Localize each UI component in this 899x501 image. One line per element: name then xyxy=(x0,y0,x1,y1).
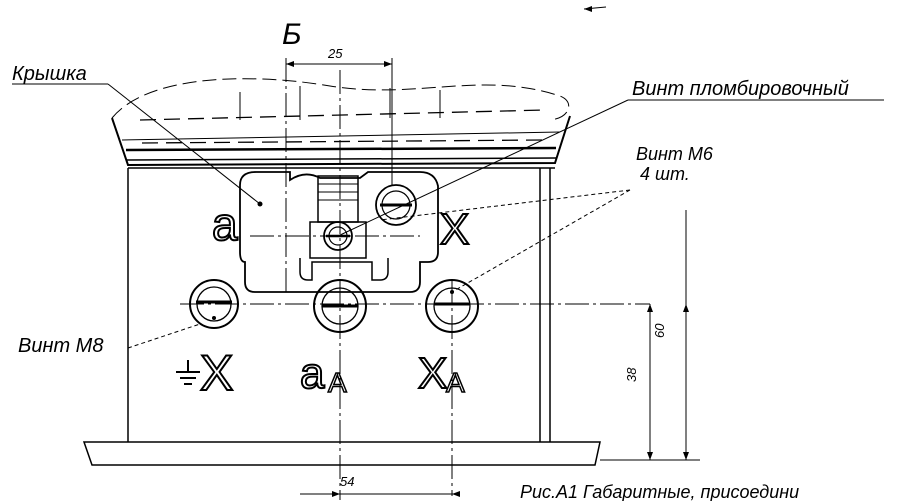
dimension-38-label: 38 xyxy=(624,367,639,382)
center-lines xyxy=(180,58,650,500)
terminal-mark-x-sub: A xyxy=(446,367,465,398)
leader-lines xyxy=(12,83,884,349)
terminal-mark-x: X xyxy=(418,349,447,398)
terminal-mark-ground-x: X xyxy=(200,345,233,401)
dimension-25-label: 25 xyxy=(327,46,343,61)
terminal-mark-a: a xyxy=(300,349,325,398)
dimension-25 xyxy=(286,61,392,67)
cover-top-outline xyxy=(111,78,570,144)
terminal-mark-a-sub: A xyxy=(328,367,347,398)
dimension-54 xyxy=(300,491,460,497)
dimension-54-label: 54 xyxy=(340,474,354,489)
seal-screw-label: Винт пломбировочный xyxy=(632,78,849,100)
cover-body xyxy=(239,171,439,293)
view-letter: Б xyxy=(282,18,302,51)
screw-m6-qty-label: 4 шт. xyxy=(640,164,690,184)
cover-label: Крышка xyxy=(12,63,87,85)
dimension-60-label: 60 xyxy=(652,323,667,338)
dimension-38 xyxy=(647,304,653,460)
cover-mark-a: a xyxy=(212,198,238,250)
figure-caption: Рис.А1 Габаритные, присоедини xyxy=(520,482,799,501)
arrow-icon xyxy=(583,6,607,12)
base-plate xyxy=(82,441,601,466)
ground-symbol-icon xyxy=(176,360,200,385)
cover-mark-x: X xyxy=(440,205,469,254)
screw-m8-label: Винт М8 xyxy=(18,335,103,357)
tank-body xyxy=(127,168,551,442)
screw-m6-label: Винт М6 xyxy=(636,144,714,164)
